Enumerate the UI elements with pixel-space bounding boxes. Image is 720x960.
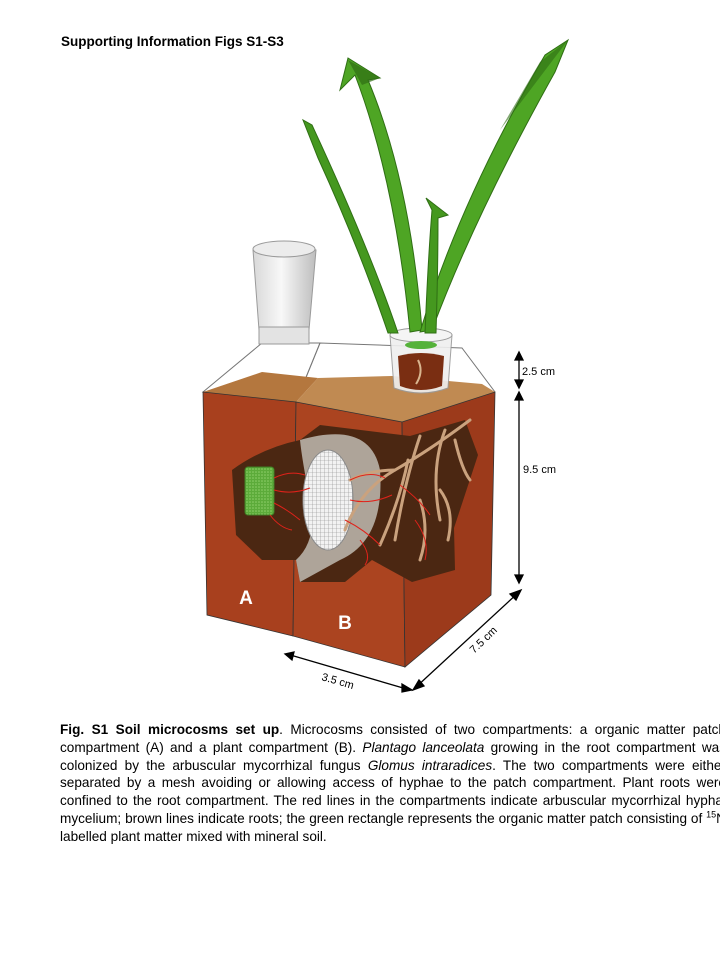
tube-icon bbox=[252, 240, 317, 345]
dimension-arrows bbox=[283, 350, 525, 693]
compartment-a-label: A bbox=[239, 588, 253, 609]
caption-text-1: . Microcosms consisted of two compartmen… bbox=[60, 722, 720, 755]
caption-text-4: N labelled plant matter mixed with miner… bbox=[60, 811, 720, 844]
caption-fig-id: Fig. S1 bbox=[60, 722, 109, 737]
figure-caption: Fig. S1 Soil microcosms set up. Microcos… bbox=[60, 721, 720, 846]
dimension-label-width: 3.5 cm bbox=[320, 671, 355, 692]
caption-text-3: . The two compartments were either separ… bbox=[60, 757, 720, 826]
microcosm-illustration: A B 2.5 cm 9.5 cm 7.5 cm 3.5 cm bbox=[201, 38, 570, 693]
page-title: Supporting Information Figs S1-S3 bbox=[61, 34, 284, 49]
caption-text-2: growing in the root compartment was colo… bbox=[60, 739, 720, 773]
caption-title: Soil microcosms set up bbox=[115, 722, 280, 737]
plant-pot bbox=[389, 327, 453, 394]
dimension-label-top: 2.5 cm bbox=[522, 366, 555, 378]
plant-leaves bbox=[302, 38, 570, 334]
dimension-label-height: 9.5 cm bbox=[523, 464, 556, 476]
caption-fungus: Glomus intraradices bbox=[367, 757, 493, 773]
caption-isotope-mass: 15 bbox=[706, 809, 717, 820]
mesh-separator bbox=[302, 449, 354, 551]
dimension-label-depth: 7.5 cm bbox=[468, 625, 500, 657]
hyphae-lines bbox=[269, 472, 431, 566]
organic-matter-patch bbox=[244, 466, 275, 516]
compartment-b-label: B bbox=[338, 613, 352, 634]
caption-species: Plantago lanceolata bbox=[362, 739, 485, 755]
root-lines bbox=[343, 418, 472, 562]
